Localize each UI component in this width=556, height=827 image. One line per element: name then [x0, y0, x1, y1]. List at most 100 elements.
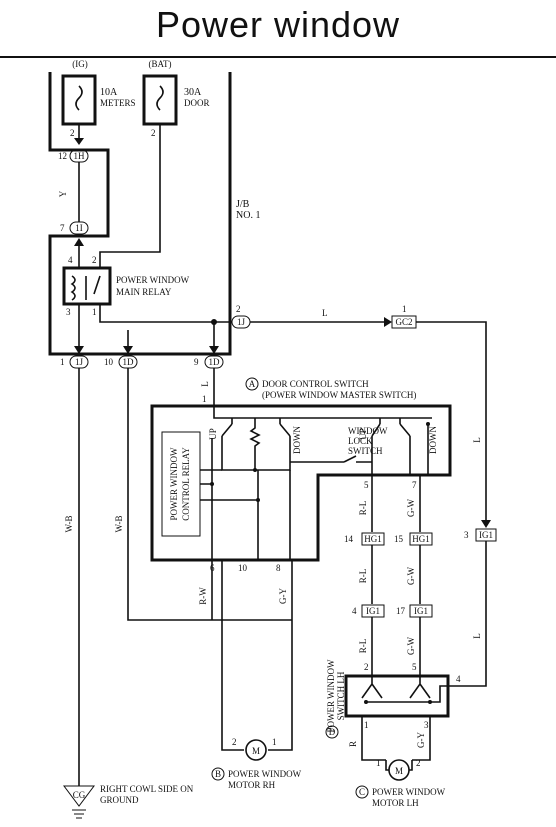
wire-rl-label-2: R-L: [358, 569, 368, 584]
switch-lh-letter: D: [329, 727, 336, 737]
rh-motor-circuit: R-W G-Y M 2 1 B POWER WINDOW MOTOR RH: [198, 560, 302, 790]
conn-1d-a-pin: 10: [104, 357, 114, 367]
sw-lh-pin-4: 4: [456, 674, 461, 684]
switch-lh-label2: SWITCH LH: [336, 671, 346, 720]
motor-lh: M 1 2 C POWER WINDOW MOTOR LH: [355, 758, 446, 808]
motor-lh-pin-1: 1: [376, 758, 381, 768]
conn-ig1-b-pin: 4: [352, 606, 357, 616]
wire-y-label: Y: [58, 190, 68, 197]
motor-rh-pin-1: 1: [272, 737, 277, 747]
ms-down-1: DOWN: [292, 426, 302, 454]
ms-up-2: UP: [358, 428, 368, 440]
motor-rh-label1: POWER WINDOW: [228, 769, 302, 779]
conn-hg1-a-id: HG1: [364, 534, 382, 544]
lh-wiring: R-L G-W HG1 14 HG1 15 R-L G-W IG1 4 IG1 …: [344, 475, 433, 676]
control-relay-label1: POWER WINDOW: [169, 447, 179, 521]
conn-ig1-b-id: IG1: [366, 606, 380, 616]
wire-l-label-4: L: [200, 381, 210, 387]
conn-1j-gnd-pin: 1: [60, 357, 65, 367]
conn-gc2-id: GC2: [395, 317, 412, 327]
fuse-ig: (IG) 10A METERS 2: [61, 59, 136, 138]
switch-lh: 2 5 4 1 3 R G-Y D POWER WINDOW SWITCH LH: [325, 659, 461, 761]
ms-pin-10: 10: [238, 563, 248, 573]
ms-pin-7: 7: [412, 480, 417, 490]
lock-switch-label2: LOCK: [348, 436, 373, 446]
motor-rh-pin-2: 2: [232, 737, 237, 747]
conn-1j-gnd-id: 1J: [75, 357, 84, 367]
wire-l-label-2: L: [472, 437, 482, 443]
wire-wb-label-1: W-B: [64, 516, 74, 533]
conn-1d-b-id: 1D: [209, 357, 221, 367]
jb-label1: J/B: [236, 199, 250, 210]
fuse-bat-rating: 30A: [184, 87, 202, 98]
wire-l-label-3: L: [472, 633, 482, 639]
conn-hg1-b-id: HG1: [412, 534, 430, 544]
motor-rh-symbol: M: [252, 746, 260, 756]
relay-label2: MAIN RELAY: [116, 287, 172, 297]
conn-ig1-c-id: IG1: [414, 606, 428, 616]
sw-lh-pin-1: 1: [364, 720, 369, 730]
conn-hg1-a-pin: 14: [344, 534, 354, 544]
wire-gy-label-1: G-Y: [278, 588, 288, 604]
relay-label1: POWER WINDOW: [116, 275, 190, 285]
ms-up-1: UP: [208, 428, 218, 440]
control-relay-label2: CONTROL RELAY: [181, 447, 191, 521]
motor-lh-label1: POWER WINDOW: [372, 787, 446, 797]
fuse-bat-supply: (BAT): [149, 59, 172, 69]
motor-lh-pin-2: 2: [416, 758, 421, 768]
master-switch-label2: (POWER WINDOW MASTER SWITCH): [262, 390, 416, 400]
relay-pin-1: 1: [92, 307, 97, 317]
motor-rh-label2: MOTOR RH: [228, 780, 276, 790]
master-switch: A DOOR CONTROL SWITCH (POWER WINDOW MAST…: [150, 368, 452, 573]
ms-pin-1: 1: [202, 394, 207, 404]
motor-lh-label2: MOTOR LH: [372, 798, 419, 808]
conn-1h-pin: 12: [58, 151, 67, 161]
conn-1i-id: 1I: [75, 223, 83, 233]
bat-wire: [99, 124, 161, 268]
wire-gw-label-1: G-W: [406, 499, 416, 517]
sw-lh-pin-5: 5: [412, 662, 417, 672]
ground-label2: GROUND: [100, 795, 139, 805]
wire-gw-label-3: G-W: [406, 637, 416, 655]
ground-circuit: W-B W-B CG RIGHT COWL SIDE ON GROUND: [63, 368, 292, 819]
wire-rw-label: R-W: [198, 587, 208, 605]
ms-pin-5: 5: [364, 480, 369, 490]
conn-gc2-pin: 1: [402, 304, 407, 314]
motor-rh-letter: B: [215, 769, 221, 779]
fuse-ig-pin: 2: [70, 128, 75, 138]
conn-1h-id: 1H: [74, 151, 86, 161]
conn-1j-out-id: 1J: [237, 317, 246, 327]
motor-lh-letter: C: [359, 787, 365, 797]
conn-1d-a-id: 1D: [123, 357, 135, 367]
fuse-ig-supply: (IG): [72, 59, 88, 69]
lock-switch-label3: SWITCH: [348, 446, 383, 456]
fuse-ig-name: METERS: [100, 98, 136, 108]
ground-label1: RIGHT COWL SIDE ON: [100, 784, 194, 794]
wire-rl-label-1: R-L: [358, 501, 368, 516]
sw-lh-pin-3: 3: [424, 720, 429, 730]
junction-block-outline: J/B NO. 1: [48, 72, 260, 356]
jb-bottom-connectors: 1J 1 1D 10 1D 9: [60, 322, 224, 369]
motor-lh-symbol: M: [395, 766, 403, 776]
wire-l-label-1: L: [322, 308, 328, 318]
title-rule: [0, 56, 556, 58]
conn-ig1-a-id: IG1: [479, 530, 493, 540]
ig-circuit: 1H 12 Y 1I 7: [58, 124, 89, 268]
page-title: Power window: [155, 4, 401, 45]
relay-pin-4: 4: [68, 255, 73, 265]
wire-rl-label-3: R-L: [358, 639, 368, 654]
lock-switch-label1: WINDOW: [348, 426, 388, 436]
fuse-bat: (BAT) 30A DOOR 2: [142, 59, 210, 138]
relay-pin-3: 3: [66, 307, 71, 317]
main-relay: 4 2 3 1 POWER WINDOW MAIN RELAY: [62, 255, 214, 352]
conn-1i-pin: 7: [60, 223, 65, 233]
wire-gy-label-2: G-Y: [416, 732, 426, 748]
wire-wb-label-2: W-B: [114, 516, 124, 533]
fuse-bat-pin: 2: [151, 128, 156, 138]
fuse-bat-name: DOOR: [184, 98, 210, 108]
l-circuit: 1J 2 L GC2 1 L IG1 3 L: [211, 304, 497, 687]
jb-label2: NO. 1: [236, 210, 260, 221]
conn-1d-b-pin: 9: [194, 357, 199, 367]
ms-down-2: DOWN: [428, 426, 438, 454]
